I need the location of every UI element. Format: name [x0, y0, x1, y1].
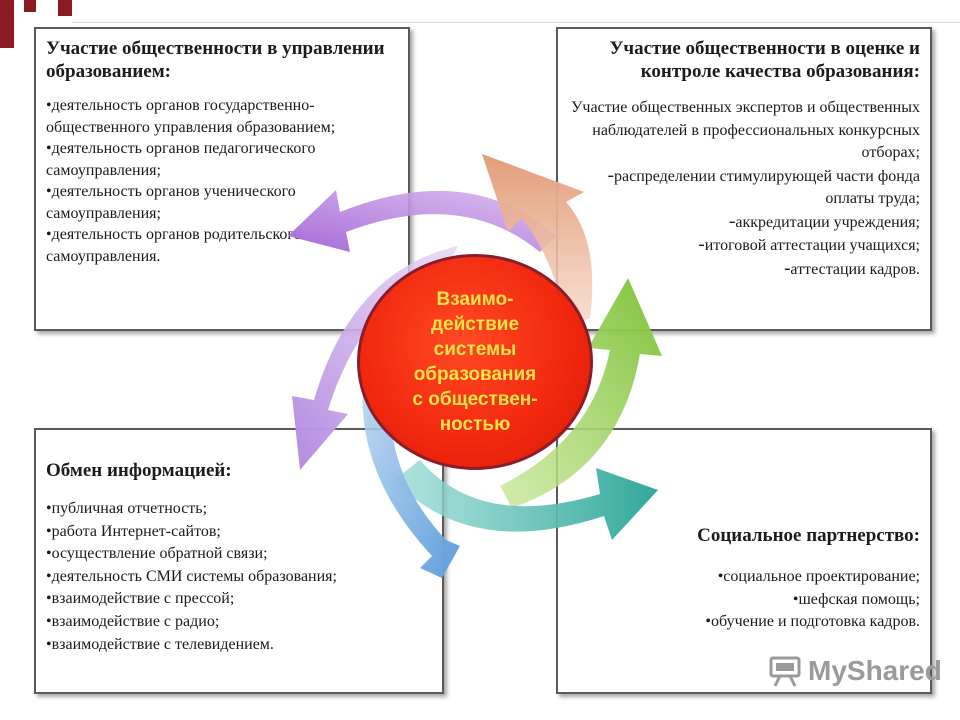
- list-item: шефская помощь;: [568, 589, 920, 612]
- watermark-text: MyShared: [808, 655, 942, 686]
- list-item: взаимодействие с радио;: [46, 611, 432, 634]
- bullet-list: публичная отчетность; работа Интернет-са…: [46, 498, 432, 656]
- list-item: работа Интернет-сайтов;: [46, 521, 432, 544]
- list-item: осуществление обратной связи;: [46, 543, 432, 566]
- box-quality-evaluation: Участие общественности в оценке и контро…: [556, 27, 932, 331]
- list-item: публичная отчетность;: [46, 498, 432, 521]
- bullet-list: социальное проектирование; шефская помощ…: [568, 566, 920, 634]
- list-item: аттестации кадров.: [568, 258, 920, 282]
- box-intro-text: Участие общественных экспертов и обществ…: [571, 99, 920, 161]
- list-item: деятельность СМИ системы образования;: [46, 566, 432, 589]
- box-title: Обмен информацией:: [46, 460, 232, 481]
- bullet-list: деятельность органов государственно-обще…: [46, 95, 398, 267]
- list-item: социальное проектирование;: [568, 566, 920, 589]
- watermark: MyShared: [768, 654, 942, 688]
- list-item: деятельность органов государственно-обще…: [46, 95, 398, 138]
- list-item: деятельность органов родительского самоу…: [46, 224, 398, 267]
- box-title: Участие общественности в управлении обра…: [46, 38, 385, 82]
- presentation-board-icon: [769, 656, 801, 687]
- list-item: взаимодействие с телевидением.: [46, 634, 432, 657]
- list-item: деятельность органов педагогического сам…: [46, 138, 398, 181]
- list-item: обучение и подготовка кадров.: [568, 611, 920, 634]
- box-title: Участие общественности в оценке и контро…: [609, 38, 920, 82]
- corner-accent-square: [24, 0, 36, 12]
- list-item: итоговой аттестации учащихся;: [568, 234, 920, 258]
- center-circle: Взаимо- действие системы образования с о…: [357, 254, 593, 470]
- list-item: взаимодействие с прессой;: [46, 588, 432, 611]
- dash-list: распределении стимулирующей части фонда …: [568, 165, 920, 282]
- corner-accent-square-small: [58, 0, 72, 16]
- center-title: Взаимо- действие системы образования с о…: [412, 289, 538, 435]
- list-item: аккредитации учреждения;: [568, 211, 920, 235]
- box-title: Социальное партнерство:: [697, 525, 920, 546]
- list-item: деятельность органов ученического самоуп…: [46, 181, 398, 224]
- box-information-exchange: Обмен информацией: публичная отчетность;…: [34, 428, 444, 694]
- top-divider-line: [72, 22, 960, 23]
- box-public-participation-management: Участие общественности в управлении обра…: [34, 27, 410, 331]
- corner-accent-bar: [0, 0, 14, 48]
- list-item: распределении стимулирующей части фонда …: [568, 165, 920, 211]
